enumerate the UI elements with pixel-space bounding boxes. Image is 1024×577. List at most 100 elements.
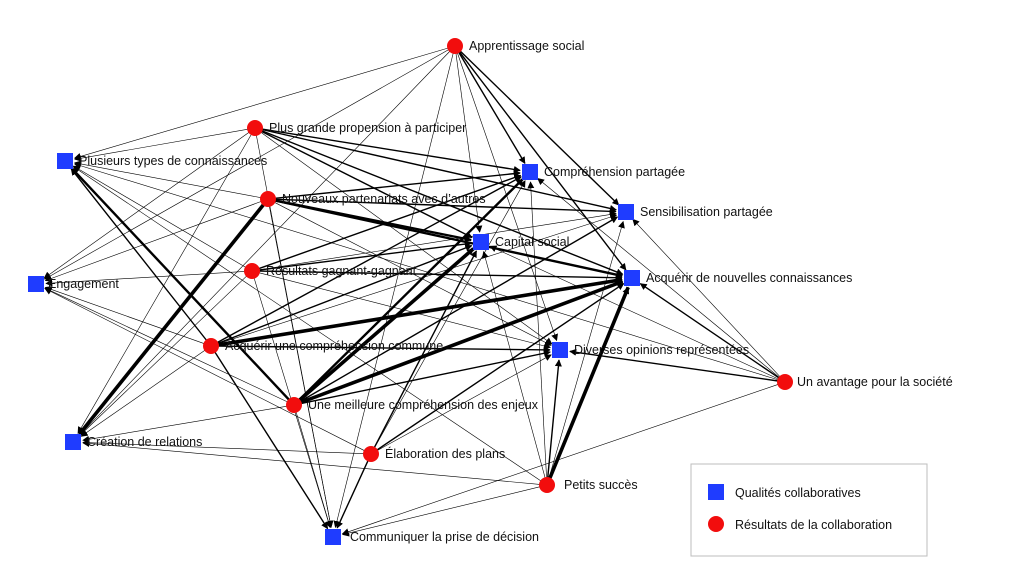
edge-enjeux-to-comprehension [298, 178, 524, 401]
edge-enjeux-to-relations [82, 405, 288, 443]
edge-propension-to-capital [260, 130, 473, 239]
node-comprehension: Compréhension partagée [522, 164, 685, 180]
edge-succes-to-capital [481, 251, 546, 479]
node-marker-circle [260, 191, 276, 207]
edge-partenariats-to-decision [269, 205, 334, 528]
legend-outcome-label: Résultats de la collaboration [735, 518, 892, 532]
edge-enjeux-to-acquerir_conn [299, 279, 624, 405]
edges-layer [43, 47, 781, 537]
legend-outcome-marker [708, 516, 724, 532]
node-label: Résultats gagnant-gagnant [266, 264, 417, 278]
edge-avantage-to-capital [489, 245, 779, 380]
node-label: Élaboration des plans [385, 446, 505, 461]
edge-plans-to-engagement [44, 288, 365, 452]
edge-gagnant-to-comprehension [258, 174, 522, 270]
node-label: Plus grande propension à participer [269, 121, 466, 135]
edge-acquerir_comp-to-types [70, 168, 208, 341]
edge-apprentissage-to-comprehension [457, 51, 526, 165]
edge-plans-to-comprehension [374, 180, 526, 449]
edge-gagnant-to-relations [79, 275, 248, 436]
edge-plans-to-acquerir_conn [376, 283, 625, 451]
edge-succes-to-types [72, 166, 542, 482]
edge-succes-to-decision [342, 486, 541, 537]
node-label: Diverses opinions représentées [574, 343, 749, 357]
edge-acquerir_comp-to-decision [214, 351, 329, 530]
node-label: Nouveaux partenariats avec d’autres [282, 192, 486, 206]
edge-apprentissage-to-decision [333, 52, 454, 528]
edge-plans-to-decision [336, 460, 369, 529]
edge-partenariats-to-acquerir_conn [274, 199, 623, 278]
edge-enjeux-to-engagement [44, 287, 288, 403]
node-marker-circle [244, 263, 260, 279]
node-marker-square [28, 276, 44, 292]
node-label: Compréhension partagée [544, 165, 685, 179]
node-propension: Plus grande propension à participer [247, 120, 466, 136]
node-marker-square [522, 164, 538, 180]
node-partenariats: Nouveaux partenariats avec d’autres [260, 191, 486, 207]
node-marker-square [57, 153, 73, 169]
edge-partenariats-to-comprehension [274, 170, 521, 199]
node-marker-square [624, 270, 640, 286]
edge-avantage-to-diverses [569, 348, 779, 382]
edge-acquerir_comp-to-capital [217, 244, 473, 345]
edge-partenariats-to-engagement [44, 201, 262, 282]
edge-acquerir_comp-to-acquerir_conn [217, 277, 623, 347]
edge-gagnant-to-sensibilisation [258, 211, 617, 271]
edge-propension-to-diverses [260, 131, 553, 345]
edge-propension-to-comprehension [261, 128, 521, 173]
node-marker-square [618, 204, 634, 220]
edge-succes-to-relations [82, 439, 541, 485]
node-apprentissage: Apprentissage social [447, 38, 584, 54]
edge-gagnant-to-engagement [45, 271, 246, 287]
edge-gagnant-to-capital [258, 240, 472, 271]
node-label: Communiquer la prise de décision [350, 530, 539, 544]
node-label: Sensibilisation partagée [640, 205, 773, 219]
edge-enjeux-to-capital [298, 247, 475, 402]
edge-gagnant-to-types [72, 165, 247, 268]
node-types: Plusieurs types de connaissances [57, 153, 267, 169]
edge-acquerir_comp-to-comprehension [216, 176, 522, 344]
edge-apprentissage-to-types [73, 47, 449, 160]
node-succes: Petits succès [539, 477, 638, 493]
edge-enjeux-to-sensibilisation [299, 216, 619, 403]
node-marker-circle [247, 120, 263, 136]
edge-succes-to-comprehension [527, 181, 547, 479]
node-label: Engagement [48, 277, 119, 291]
edge-acquerir_comp-to-diverses [217, 345, 551, 354]
edge-succes-to-diverses [547, 359, 562, 479]
edge-partenariats-to-sensibilisation [274, 198, 617, 215]
node-sensibilisation: Sensibilisation partagée [618, 204, 773, 220]
node-decision: Communiquer la prise de décision [325, 529, 539, 545]
node-label: Un avantage pour la société [797, 375, 953, 389]
node-relations: Création de relations [65, 434, 202, 450]
node-avantage: Un avantage pour la société [777, 374, 953, 390]
node-marker-circle [777, 374, 793, 390]
edge-plans-to-relations [82, 439, 365, 454]
edge-apprentissage-to-acquerir_conn [458, 51, 627, 271]
node-label: Apprentissage social [469, 39, 584, 53]
node-plans: Élaboration des plans [363, 446, 505, 462]
node-marker-square [65, 434, 81, 450]
node-acquerir_conn: Acquérir de nouvelles connaissances [624, 270, 852, 286]
edge-avantage-to-decision [341, 384, 779, 536]
node-label: Acquérir une compréhension commune [225, 339, 443, 353]
edge-apprentissage-to-engagement [44, 49, 450, 280]
edge-partenariats-to-types [74, 160, 262, 198]
edge-partenariats-to-relations [77, 203, 266, 436]
edge-apprentissage-to-sensibilisation [459, 50, 620, 206]
edge-propension-to-sensibilisation [261, 128, 617, 212]
edge-acquerir_comp-to-engagement [44, 286, 205, 344]
node-label: Une meilleure compréhension des enjeux [308, 398, 539, 412]
node-label: Création de relations [87, 435, 202, 449]
node-marker-square [473, 234, 489, 250]
node-marker-square [552, 342, 568, 358]
edge-acquerir_comp-to-relations [80, 349, 206, 437]
edge-propension-to-acquerir_conn [261, 129, 624, 276]
edge-succes-to-acquerir_conn [548, 286, 630, 480]
node-gagnant: Résultats gagnant-gagnant [244, 263, 417, 279]
edge-succes-to-sensibilisation [548, 220, 625, 479]
node-engagement: Engagement [28, 276, 119, 292]
edge-enjeux-to-types [70, 167, 291, 401]
edge-apprentissage-to-relations [79, 50, 451, 436]
node-marker-circle [539, 477, 555, 493]
